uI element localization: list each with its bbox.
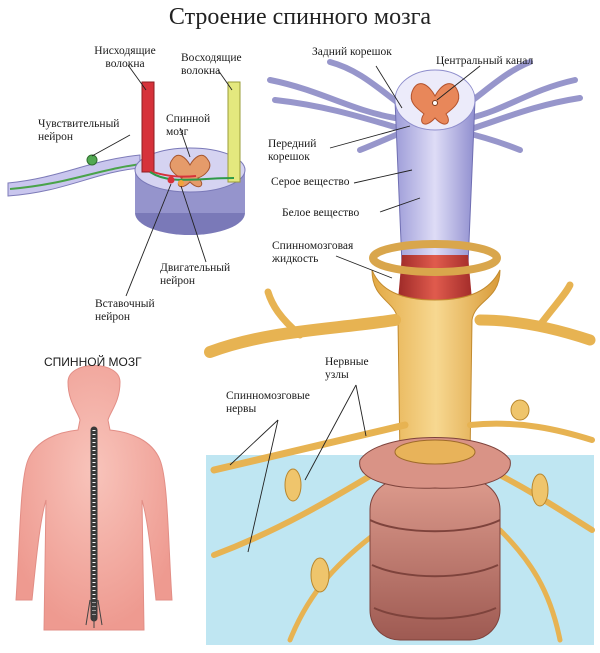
ganglion-right-1 <box>531 473 549 507</box>
descending-fibers-tract <box>141 81 155 173</box>
ganglion-left-1 <box>284 468 302 502</box>
cord-section-inset <box>7 64 246 297</box>
ascending-fibers-tract <box>227 81 241 183</box>
ganglion-right-top <box>510 399 530 421</box>
label-section-spinal-cord: СПИННОЙ МОЗГ <box>44 355 142 369</box>
label-dorsal-root: Задний корешок <box>312 46 392 58</box>
label-central-canal: Центральный канал <box>436 55 534 67</box>
vertebra <box>359 437 511 641</box>
central-canal-dot <box>432 100 438 106</box>
page-title: Строение спинного мозга <box>168 4 432 30</box>
label-white-matter: Белое вещество <box>282 207 360 219</box>
label-gray-matter: Серое вещество <box>271 176 350 188</box>
interneuron-body <box>178 180 184 186</box>
body-silhouette <box>10 365 190 631</box>
motor-neuron-body <box>167 176 175 184</box>
main-spinal-illustration <box>204 59 596 645</box>
ganglion-left-2 <box>310 557 330 593</box>
sensory-neuron-body <box>86 154 98 166</box>
